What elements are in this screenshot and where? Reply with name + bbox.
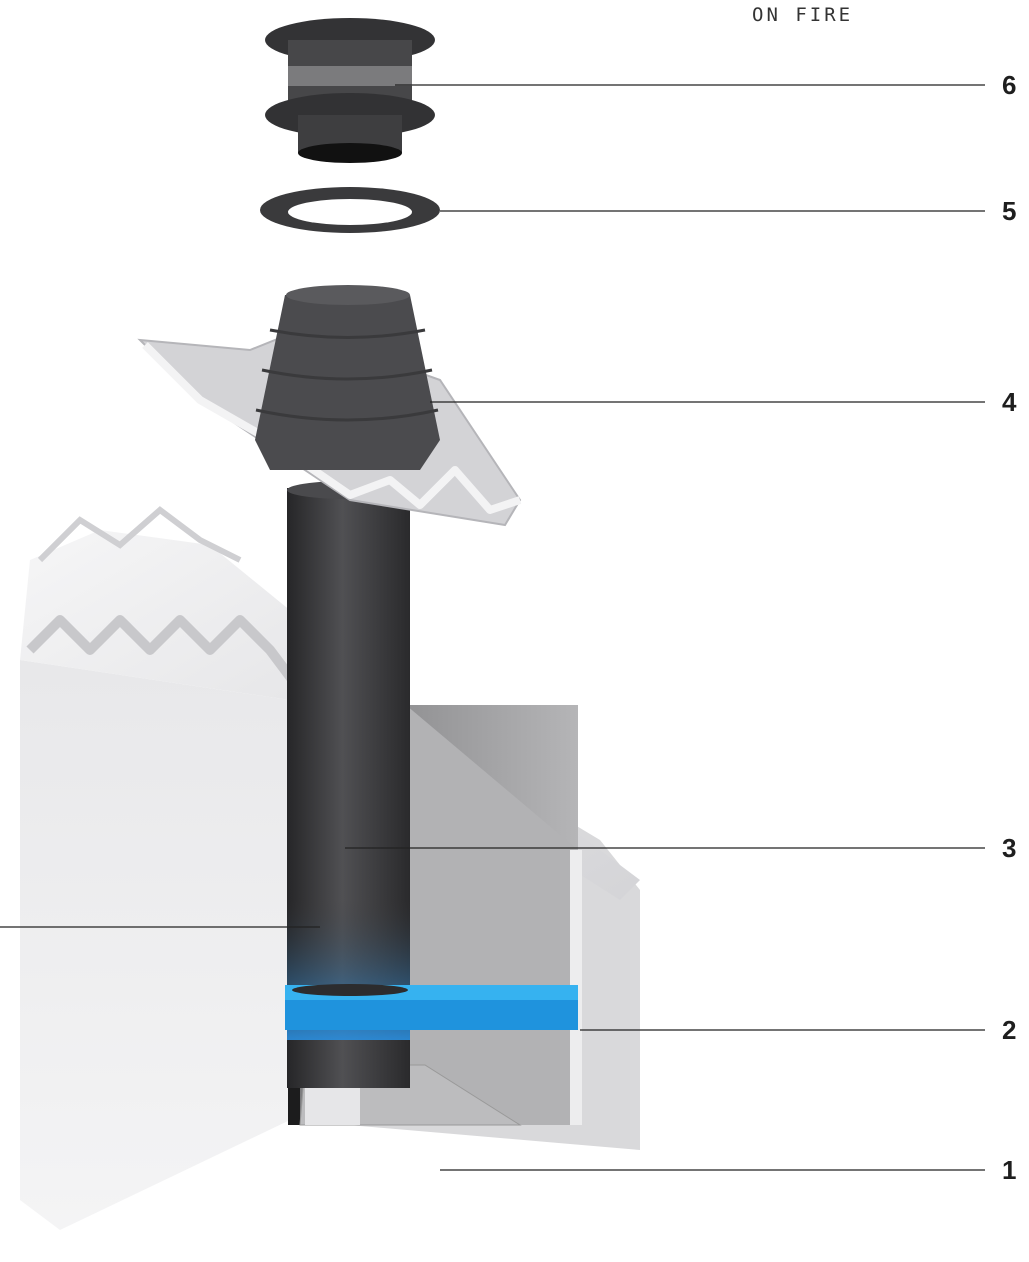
storm-collar	[260, 187, 440, 233]
callout-numbers: 6 5 4 3 2 1	[1002, 70, 1017, 1185]
ceiling-firestop-plate	[285, 984, 578, 1030]
callout-number: 1	[1002, 1155, 1016, 1185]
chimney-cap	[265, 18, 435, 163]
callout-number: 4	[1002, 387, 1017, 417]
callout-number: 5	[1002, 196, 1016, 226]
callout-number: 3	[1002, 833, 1016, 863]
callout-number: 6	[1002, 70, 1016, 100]
callout-number: 2	[1002, 1015, 1016, 1045]
